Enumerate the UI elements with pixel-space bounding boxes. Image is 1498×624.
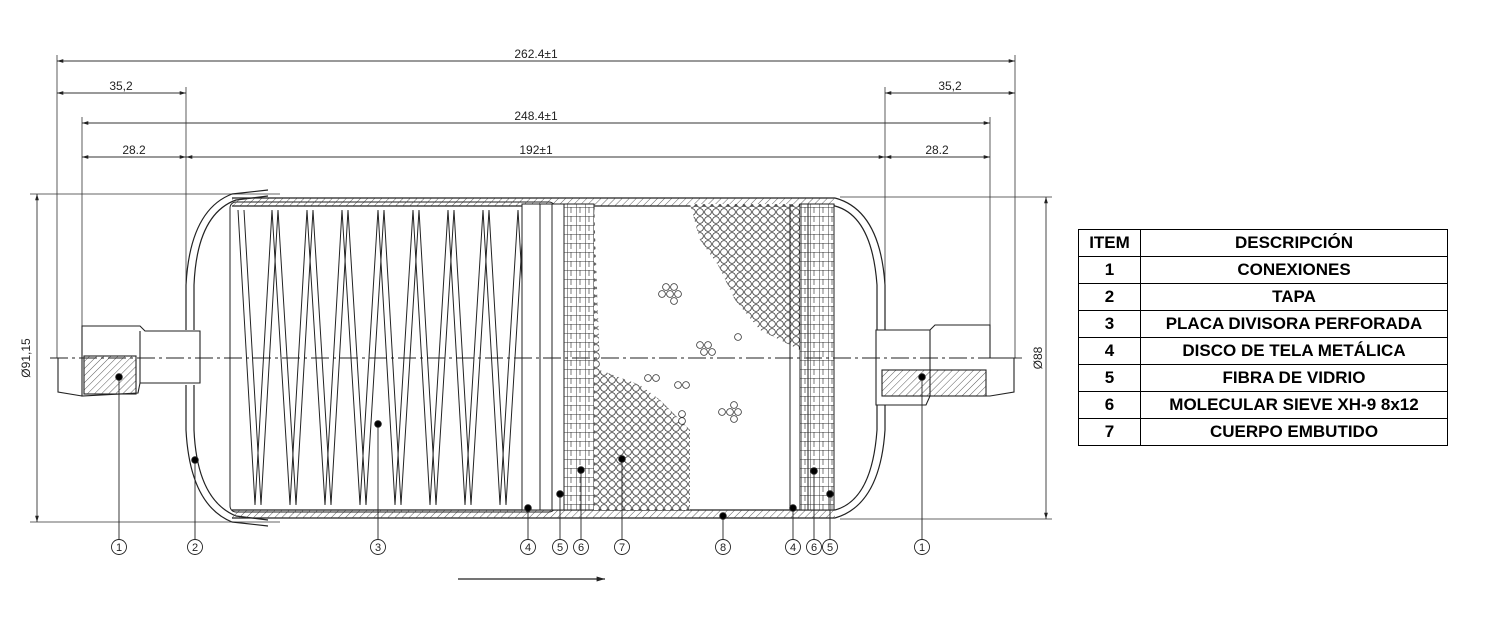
header-description: DESCRIPCIÓN — [1140, 229, 1448, 257]
item-number: 5 — [1078, 364, 1141, 392]
item-number: 6 — [1078, 391, 1141, 419]
callout-number: 7 — [619, 542, 625, 554]
header-item: ITEM — [1078, 229, 1141, 257]
item-description: FIBRA DE VIDRIO — [1140, 364, 1448, 392]
dim-overall: 262.4±1 — [514, 47, 558, 61]
extension-lines — [30, 55, 1052, 523]
item-number: 2 — [1078, 283, 1141, 311]
dim-body: 192±1 — [519, 143, 553, 157]
item-description: MOLECULAR SIEVE XH-9 8x12 — [1140, 391, 1448, 419]
callout-number: 4 — [525, 542, 531, 554]
callout-number: 6 — [811, 542, 817, 554]
callout-number: 4 — [790, 542, 796, 554]
dim-diameter-right: Ø88 — [1031, 346, 1045, 369]
dim-left-conn-outer: 35,2 — [109, 79, 133, 93]
item-number: 4 — [1078, 337, 1141, 365]
right-connection — [875, 324, 1015, 406]
callout-number: 5 — [827, 542, 833, 554]
item-number: 3 — [1078, 310, 1141, 338]
callout-leaders — [115, 373, 926, 540]
callout-number: 6 — [578, 542, 584, 554]
callout-number: 1 — [919, 542, 925, 554]
callout-numbers: 1 2 3 4 5 6 7 8 4 6 5 1 — [116, 542, 925, 554]
dim-left-conn-inner: 28.2 — [122, 143, 146, 157]
callout-number: 5 — [557, 542, 563, 554]
callout-number: 3 — [375, 542, 381, 554]
item-description: CUERPO EMBUTIDO — [1140, 418, 1448, 446]
molecular-sieve — [594, 204, 800, 510]
item-description: CONEXIONES — [1140, 256, 1448, 284]
dim-diameter-left: Ø91,15 — [19, 338, 33, 378]
callout-bubbles — [111, 539, 930, 555]
dim-right-conn-outer: 35,2 — [938, 79, 962, 93]
item-number: 1 — [1078, 256, 1141, 284]
item-description: TAPA — [1140, 283, 1448, 311]
spring — [229, 201, 556, 513]
callout-number: 8 — [720, 542, 726, 554]
callout-number: 2 — [192, 542, 198, 554]
left-filter-pack — [521, 203, 595, 511]
right-filter-pack — [789, 203, 835, 511]
dim-right-conn-inner: 28.2 — [925, 143, 949, 157]
callout-number: 1 — [116, 542, 122, 554]
item-description: PLACA DIVISORA PERFORADA — [1140, 310, 1448, 338]
item-number: 7 — [1078, 418, 1141, 446]
dim-inner: 248.4±1 — [514, 109, 558, 123]
table-header-row: ITEM DESCRIPCIÓN — [1078, 229, 1448, 257]
left-connection — [57, 325, 201, 397]
filter-drier-drawing: 262.4±1 35,2 35,2 248.4±1 28.2 192±1 28.… — [19, 47, 1052, 582]
dimension-lines — [35, 59, 1048, 522]
item-description: DISCO DE TELA METÁLICA — [1140, 337, 1448, 365]
